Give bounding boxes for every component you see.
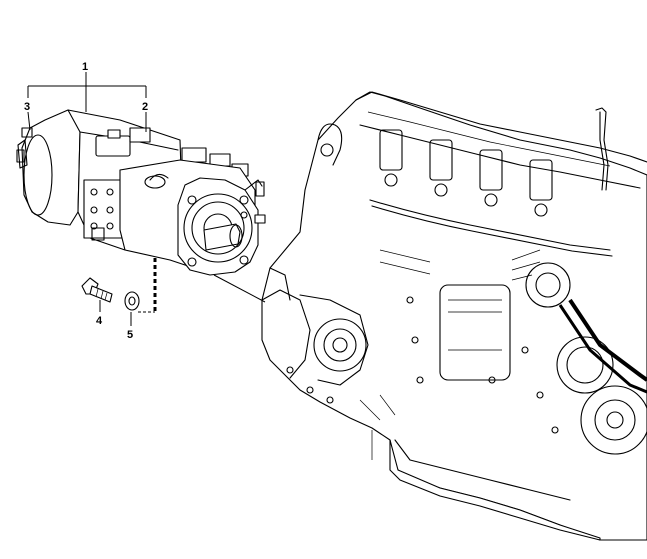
callout-2: 2 [142,101,148,113]
callout-4: 4 [96,315,103,327]
callout-leaders [27,72,147,132]
engine-block-icon [261,91,647,541]
hydraulic-pump-assembly-icon [16,109,266,276]
callout-3: 3 [24,101,30,113]
bolt-icon [81,277,113,303]
pump-mount-flange [313,318,367,372]
washer-icon [124,291,140,311]
callout-5: 5 [127,329,133,341]
callout-1: 1 [82,61,88,73]
assembly-leader-line [213,274,266,303]
